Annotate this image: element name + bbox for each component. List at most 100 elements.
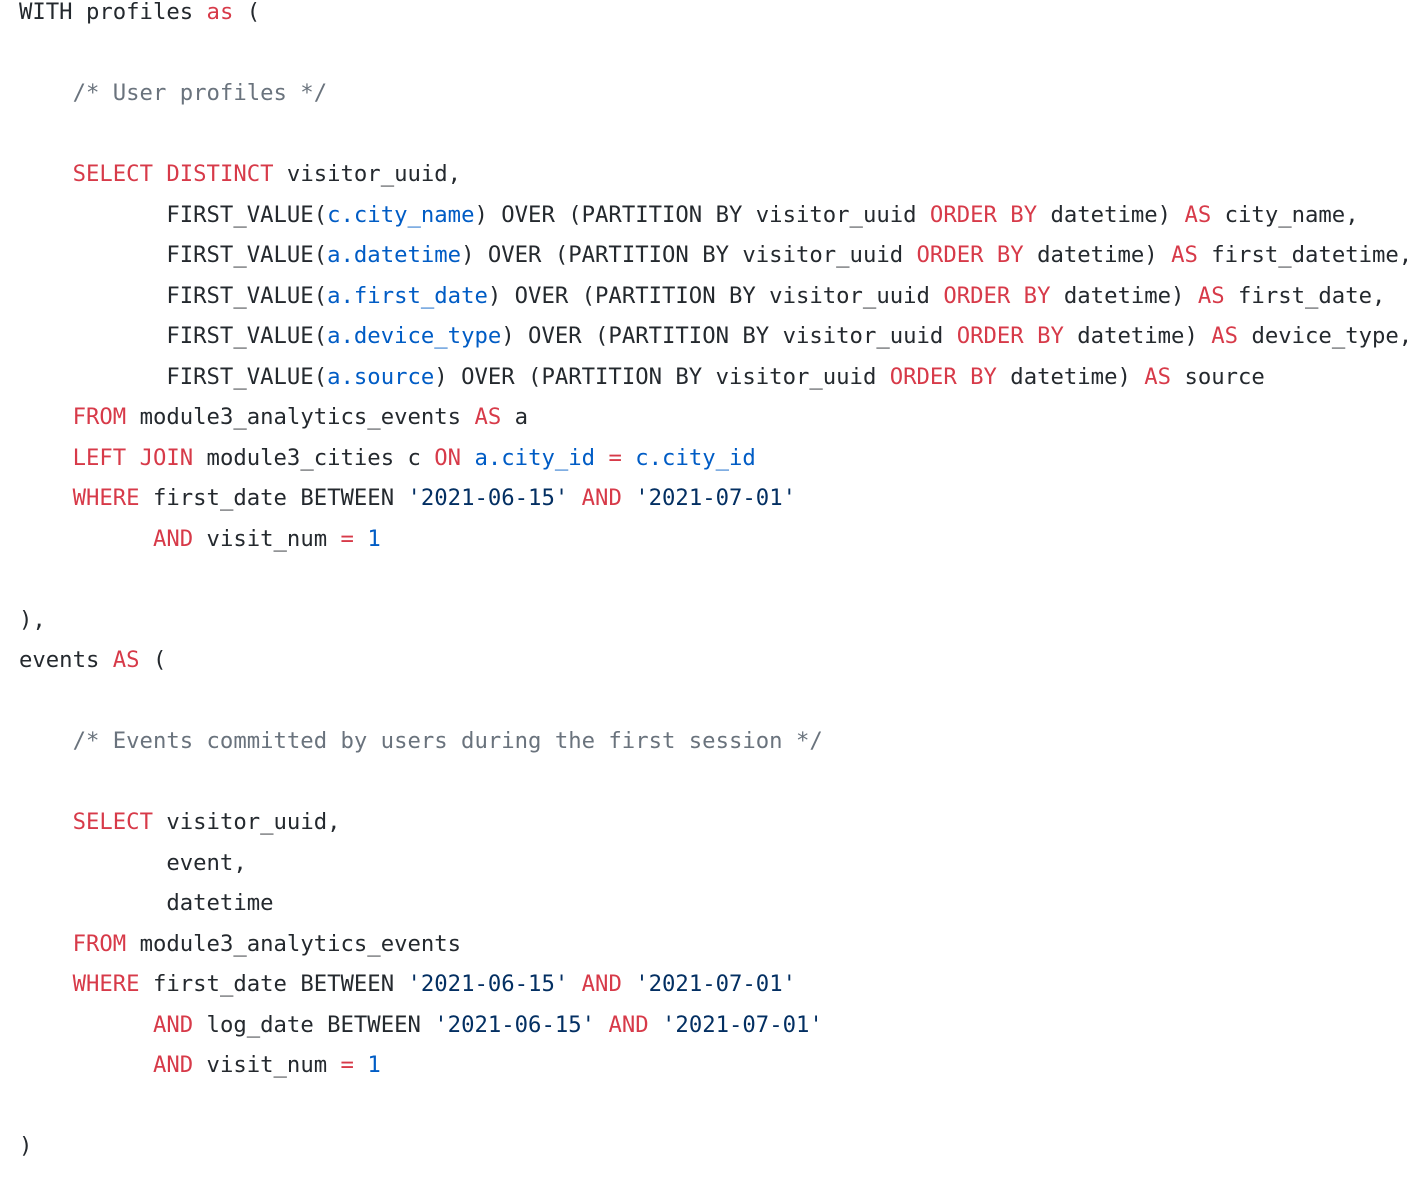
sql-keyword: AS: [1211, 323, 1239, 349]
code-text: ),: [19, 606, 46, 633]
sql-keyword: as: [206, 0, 234, 25]
sql-keyword: AND: [581, 971, 622, 997]
code-text: [622, 971, 635, 997]
code-text: FIRST_VALUE(: [19, 201, 328, 228]
code-line: /* Events committed by users during the …: [19, 721, 1412, 762]
code-text: datetime): [1023, 242, 1172, 268]
sql-keyword: SELECT: [72, 809, 153, 835]
string-literal: '2021-07-01': [635, 485, 796, 511]
sql-keyword: AND: [152, 1052, 194, 1078]
code-text: [622, 485, 635, 511]
identifier: a.first_date: [327, 282, 488, 309]
code-text: [595, 1012, 608, 1038]
sql-keyword: AND: [581, 485, 622, 511]
code-text: WITH profiles: [19, 0, 207, 25]
code-text: [19, 161, 73, 187]
code-text: visit_num: [193, 1052, 341, 1078]
code-text: device_type,: [1238, 323, 1413, 349]
sql-keyword: LEFT JOIN: [72, 444, 194, 471]
code-line: [19, 681, 1412, 722]
code-text: ) OVER (PARTITION BY visitor_uuid: [461, 242, 917, 268]
code-text: [461, 445, 474, 471]
sql-keyword: ORDER BY: [889, 363, 997, 390]
sql-keyword: WHERE: [72, 971, 140, 997]
code-text: datetime): [1050, 282, 1198, 309]
sql-keyword: AS: [112, 647, 140, 673]
code-line: ): [19, 1126, 1412, 1167]
sql-keyword: FROM: [72, 930, 127, 957]
code-text: [568, 485, 581, 511]
code-text: datetime): [1063, 323, 1212, 349]
sql-keyword: FROM: [72, 404, 127, 430]
code-text: module3_cities c: [193, 444, 435, 471]
code-text: FIRST_VALUE(: [19, 282, 328, 309]
code-line: [19, 33, 1412, 74]
code-text: module3_analytics_events: [126, 930, 462, 957]
sql-keyword: WHERE: [72, 485, 140, 511]
code-text: [19, 809, 73, 835]
comment: /* User profiles */: [19, 80, 328, 106]
code-text: a: [501, 404, 529, 430]
number-literal: 1: [367, 1052, 381, 1078]
code-text: (: [139, 647, 167, 673]
code-text: FIRST_VALUE(: [19, 242, 328, 268]
code-text: FIRST_VALUE(: [19, 323, 328, 349]
sql-keyword: ORDER BY: [929, 201, 1038, 228]
sql-keyword: ORDER BY: [943, 282, 1051, 309]
sql-keyword: AS: [1184, 201, 1212, 228]
sql-keyword: ORDER BY: [956, 323, 1064, 349]
code-text: ) OVER (PARTITION BY visitor_uuid: [474, 201, 930, 228]
code-line: FIRST_VALUE(a.first_date) OVER (PARTITIO…: [19, 276, 1412, 317]
code-text: first_date BETWEEN: [139, 485, 408, 511]
string-literal: '2021-06-15': [434, 1011, 596, 1038]
sql-keyword: AS: [1144, 363, 1172, 390]
code-text: [19, 1052, 153, 1078]
code-line: LEFT JOIN module3_cities c ON a.city_id …: [19, 438, 1412, 479]
identifier: a.device_type: [327, 323, 502, 349]
comment: /* Events committed by users during the …: [19, 728, 823, 754]
code-line: SELECT DISTINCT visitor_uuid,: [19, 154, 1412, 195]
code-line: FIRST_VALUE(c.city_name) OVER (PARTITION…: [19, 195, 1412, 236]
sql-code-block: WITH profiles as ( /* User profiles */ S…: [19, 0, 1412, 1167]
string-literal: '2021-06-15': [407, 485, 569, 511]
code-text: first_datetime,: [1197, 242, 1413, 268]
code-text: [595, 445, 608, 471]
code-text: module3_analytics_events: [126, 404, 475, 430]
string-literal: '2021-07-01': [635, 971, 796, 997]
code-line: [19, 114, 1412, 155]
code-line: FIRST_VALUE(a.source) OVER (PARTITION BY…: [19, 357, 1412, 398]
code-line: [19, 559, 1412, 600]
string-literal: '2021-07-01': [662, 1011, 823, 1038]
code-line: WITH profiles as (: [19, 0, 1412, 33]
code-text: source: [1171, 363, 1265, 390]
sql-keyword: AND: [608, 1011, 649, 1038]
code-text: ) OVER (PARTITION BY visitor_uuid: [434, 363, 890, 390]
code-text: datetime): [996, 363, 1145, 390]
code-text: [19, 404, 73, 430]
code-line: datetime: [19, 883, 1412, 924]
code-text: visitor_uuid,: [152, 809, 341, 835]
code-line: SELECT visitor_uuid,: [19, 802, 1412, 843]
code-text: city_name,: [1211, 201, 1359, 228]
code-line: /* User profiles */: [19, 73, 1412, 114]
code-text: [19, 971, 73, 997]
code-line: FROM module3_analytics_events AS a: [19, 397, 1412, 438]
code-text: ) OVER (PARTITION BY visitor_uuid: [501, 323, 957, 349]
code-text: ): [19, 1133, 33, 1159]
code-text: ) OVER (PARTITION BY visitor_uuid: [487, 282, 944, 309]
code-line: events AS (: [19, 640, 1412, 681]
code-line: FIRST_VALUE(a.datetime) OVER (PARTITION …: [19, 235, 1412, 276]
identifier: a.source: [327, 363, 435, 390]
code-text: visit_num: [193, 525, 341, 552]
sql-keyword: AND: [152, 1011, 194, 1038]
code-line: event,: [19, 843, 1412, 884]
code-line: AND visit_num = 1: [19, 1045, 1412, 1086]
sql-keyword: ORDER BY: [916, 242, 1024, 268]
code-text: [19, 1012, 153, 1038]
code-line: [19, 762, 1412, 803]
code-text: first_date,: [1224, 282, 1386, 309]
code-text: visitor_uuid,: [273, 161, 462, 187]
code-line: [19, 1086, 1412, 1127]
sql-keyword: =: [340, 1052, 354, 1078]
sql-keyword: AS: [1171, 242, 1198, 268]
